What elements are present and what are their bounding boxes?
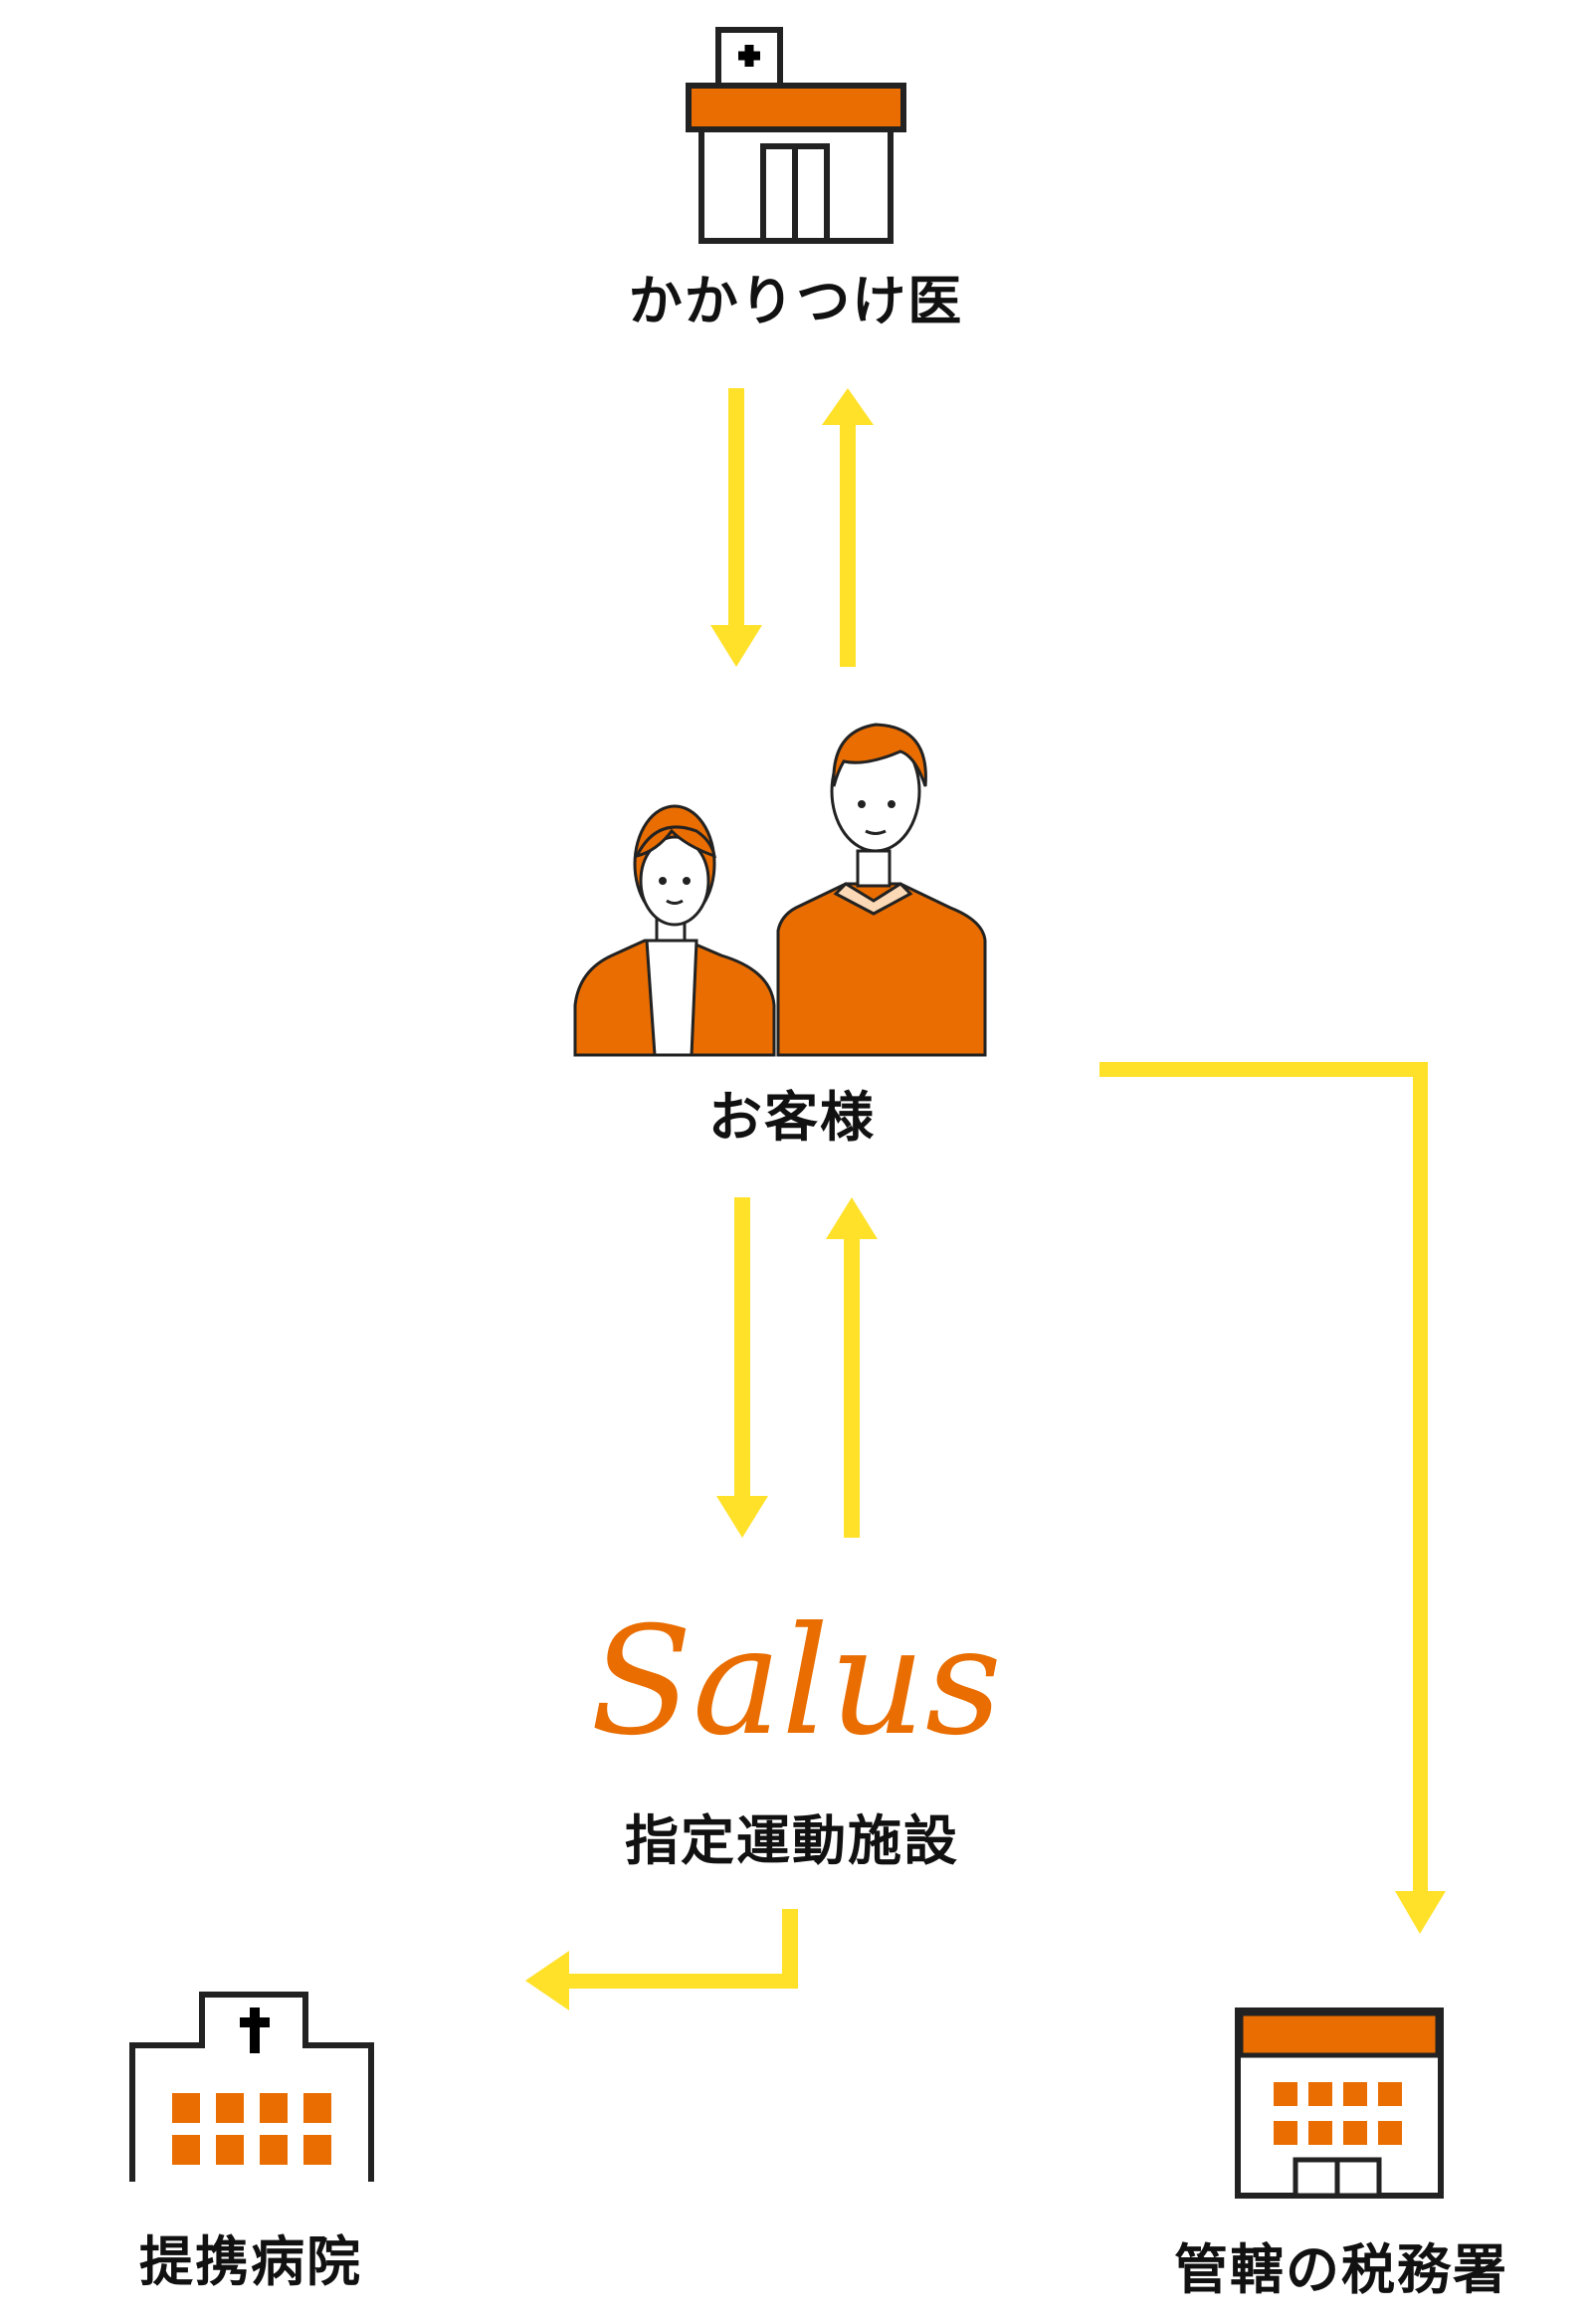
elderly-couple-icon bbox=[573, 723, 987, 1057]
salus-logo: Salus bbox=[590, 1595, 1002, 1769]
arrow-customer-to-clinic bbox=[822, 388, 874, 667]
partner-hospital-label: 提携病院 bbox=[139, 2230, 362, 2293]
arrow-facility-to-customer bbox=[826, 1197, 878, 1538]
clinic-icon bbox=[686, 27, 906, 244]
arrow-customer-to-facility bbox=[716, 1197, 768, 1538]
arrow-clinic-to-customer bbox=[710, 388, 762, 667]
tax-office-icon bbox=[1235, 2007, 1444, 2199]
tax-office-label: 管轄の税務署 bbox=[1174, 2238, 1508, 2301]
arrow-facility-to-partner-hospital bbox=[525, 1909, 798, 2010]
family-doctor-label: かかりつけ医 bbox=[628, 270, 964, 332]
facility-label: 指定運動施設 bbox=[625, 1809, 959, 1872]
customer-label: お客様 bbox=[708, 1086, 876, 1149]
hospital-icon bbox=[129, 1992, 374, 2182]
arrow-customer-to-tax-office bbox=[1099, 1062, 1446, 1934]
